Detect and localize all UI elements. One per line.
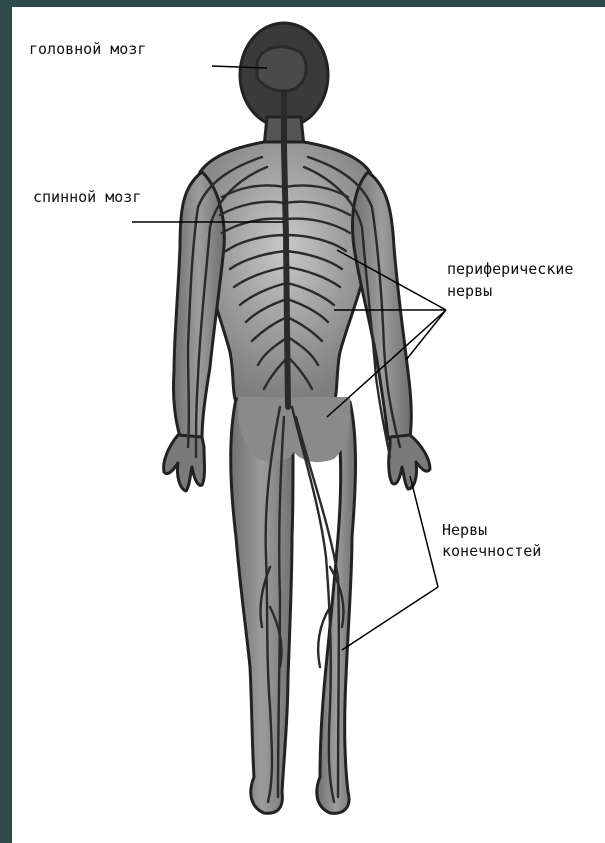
label-limb-line-1: Нервы	[442, 521, 487, 540]
label-limb-line-2: конечностей	[442, 542, 541, 561]
label-peripheral-line-2: нервы	[447, 282, 492, 301]
left-hand	[164, 435, 205, 491]
label-peripheral-line-1: периферические	[447, 260, 573, 279]
label-spinal-cord: спинной мозг	[33, 188, 141, 207]
left-arm	[173, 172, 224, 439]
nervous-system-figure	[12, 7, 605, 843]
limb-leader-1	[410, 476, 438, 587]
peripheral-leader-3	[406, 310, 446, 360]
diagram-frame: головной мозг спинной мозг периферически…	[12, 7, 605, 843]
limb-leader-2	[342, 587, 438, 650]
left-leg	[231, 399, 294, 813]
label-brain: головной мозг	[29, 40, 146, 59]
right-hand	[389, 435, 430, 489]
brain	[257, 47, 306, 91]
